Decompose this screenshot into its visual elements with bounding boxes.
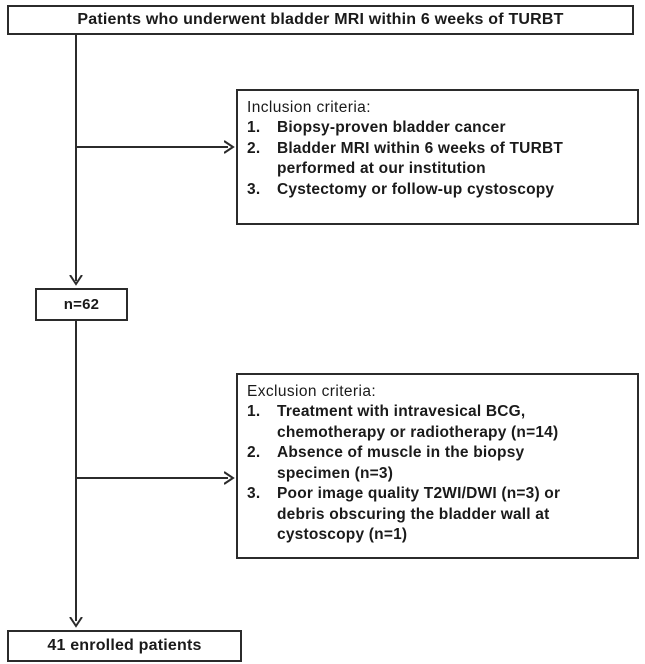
text-line: cystoscopy (n=1): [277, 526, 408, 543]
text-line: Poor image quality T2WI/DWI (n=3) or: [277, 485, 561, 502]
node-inclusion-criteria: Inclusion criteria: 1. Biopsy-proven bla…: [236, 89, 639, 225]
inclusion-item-number: 1.: [247, 119, 261, 136]
inclusion-item-text: Bladder MRI within 6 weeks of TURBT perf…: [277, 139, 629, 180]
arrowhead-to-exclusion: [224, 471, 235, 485]
exclusion-item-text: Treatment with intravesical BCG, chemoth…: [277, 402, 629, 443]
node-count-62-label: n=62: [63, 296, 100, 313]
list-item: 3. Poor image quality T2WI/DWI (n=3) or …: [247, 484, 629, 546]
text-line: specimen (n=3): [277, 464, 394, 482]
node-total-patients: Patients who underwent bladder MRI withi…: [7, 5, 634, 35]
arrowhead-to-count-box: [69, 275, 83, 286]
text-line: Absence of muscle in the biopsy: [277, 444, 525, 461]
inclusion-item-text: Cystectomy or follow-up cystoscopy: [277, 180, 629, 201]
list-item: 1. Biopsy-proven bladder cancer: [247, 118, 629, 139]
list-item: 2. Bladder MRI within 6 weeks of TURBT p…: [247, 139, 629, 180]
connector-to-exclusion: [75, 477, 228, 479]
list-item: 1. Treatment with intravesical BCG, chem…: [247, 402, 629, 443]
node-enrolled-patients: 41 enrolled patients: [7, 630, 242, 662]
inclusion-heading: Inclusion criteria:: [247, 99, 371, 116]
text-line: Treatment with intravesical BCG,: [277, 403, 526, 420]
connector-to-inclusion: [75, 146, 228, 148]
list-item: 3. Cystectomy or follow-up cystoscopy: [247, 180, 629, 201]
exclusion-list: 1. Treatment with intravesical BCG, chem…: [247, 402, 629, 546]
inclusion-item-text: Biopsy-proven bladder cancer: [277, 118, 629, 139]
node-count-62: n=62: [35, 288, 128, 321]
inclusion-list: 1. Biopsy-proven bladder cancer 2. Bladd…: [247, 118, 629, 200]
exclusion-item-number: 2.: [247, 444, 261, 461]
connector-trunk-upper: [75, 35, 77, 281]
arrowhead-to-final-box: [69, 617, 83, 628]
connector-trunk-lower: [75, 321, 77, 621]
text-line: performed at our institution: [277, 160, 486, 177]
node-total-patients-label: Patients who underwent bladder MRI withi…: [77, 11, 564, 28]
exclusion-item-text: Poor image quality T2WI/DWI (n=3) or deb…: [277, 484, 629, 546]
exclusion-item-number: 3.: [247, 485, 261, 502]
node-enrolled-patients-label: 41 enrolled patients: [47, 637, 202, 654]
text-line: Bladder MRI within 6 weeks of TURBT: [277, 139, 564, 157]
text-line: chemotherapy or radiotherapy (n=14): [277, 423, 559, 441]
inclusion-item-number: 3.: [247, 180, 261, 198]
exclusion-item-text: Absence of muscle in the biopsy specimen…: [277, 443, 629, 484]
text-line: Cystectomy or follow-up cystoscopy: [277, 180, 555, 198]
exclusion-heading: Exclusion criteria:: [247, 383, 377, 400]
text-line: debris obscuring the bladder wall at: [277, 505, 550, 523]
arrowhead-to-inclusion: [224, 140, 235, 154]
node-exclusion-criteria: Exclusion criteria: 1. Treatment with in…: [236, 373, 639, 559]
exclusion-item-number: 1.: [247, 403, 261, 420]
list-item: 2. Absence of muscle in the biopsy speci…: [247, 443, 629, 484]
inclusion-item-number: 2.: [247, 139, 261, 157]
text-line: Biopsy-proven bladder cancer: [277, 119, 506, 136]
